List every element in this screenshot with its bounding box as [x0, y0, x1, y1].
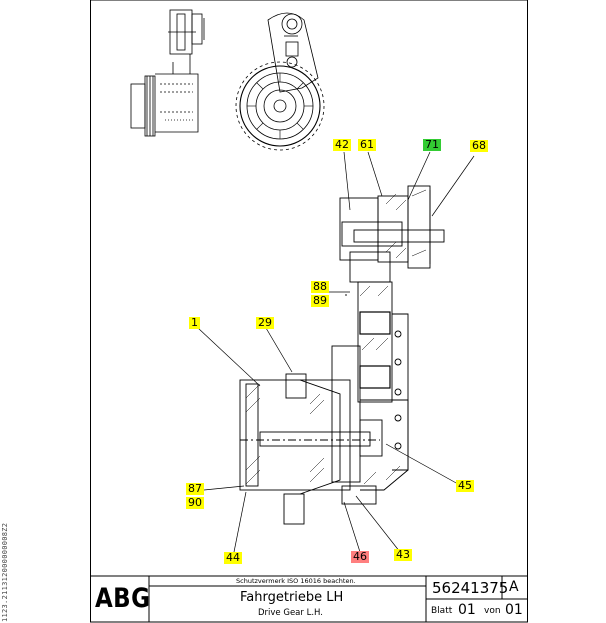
protection-note: Schutzvermerk ISO 16016 beachten. — [236, 577, 356, 585]
callout-68: 68 — [470, 139, 488, 152]
reference-side-view — [130, 9, 205, 137]
drawing-number: 56241375 — [432, 579, 509, 597]
callout-44: 44 — [224, 551, 242, 564]
callout-89: 89 — [311, 294, 329, 307]
drive-gear-section — [239, 185, 445, 525]
drawing-title-en: Drive Gear L.H. — [258, 608, 323, 618]
company-logo: ABG — [95, 583, 151, 614]
sheet-frame — [90, 0, 528, 623]
sheet-total: 01 — [505, 602, 523, 618]
callout-87: 87 — [186, 482, 204, 495]
drawing-title-de: Fahrgetriebe LH — [240, 590, 344, 605]
sheet-label: Blatt — [431, 606, 453, 616]
callout-42: 42 — [333, 138, 351, 151]
callout-1: 1 — [189, 316, 200, 329]
callout-45: 45 — [456, 479, 474, 492]
callout-61: 61 — [358, 138, 376, 151]
callout-90: 90 — [186, 496, 204, 509]
callout-46: 46 — [351, 550, 369, 563]
callout-88: 88 — [311, 280, 329, 293]
reference-sprocket-view — [235, 12, 325, 151]
leader-lines — [197, 151, 475, 553]
callout-43: 43 — [394, 548, 412, 561]
sheet-number: 01 — [458, 602, 476, 618]
callout-29: 29 — [256, 316, 274, 329]
section-hatching — [245, 189, 427, 485]
title-block-grid — [90, 575, 527, 622]
callout-71: 71 — [423, 138, 441, 151]
revision: A — [509, 579, 519, 595]
of-label: von — [484, 606, 501, 616]
drawing-side-code: 1123.211312000000008Z2 — [1, 522, 9, 622]
